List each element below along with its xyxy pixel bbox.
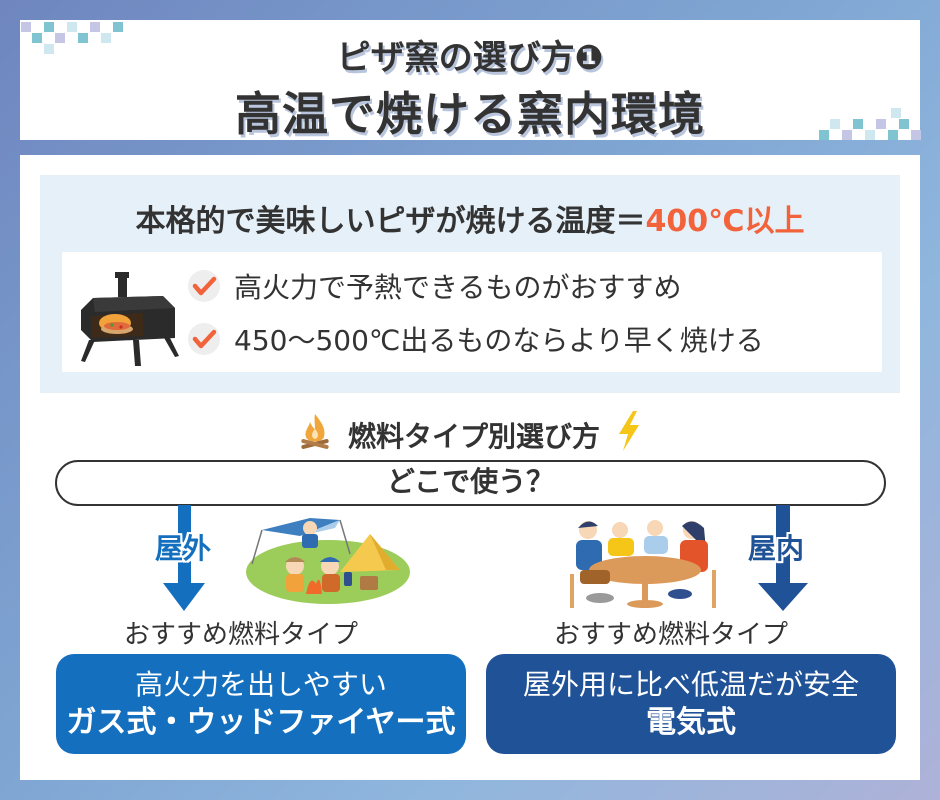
pizza-oven-icon [75, 268, 185, 368]
outdoor-label: 屋外 [155, 532, 212, 565]
indoor-recommend-label: おすすめ燃料タイプ [554, 620, 789, 650]
page-title-line2: 高温で焼ける窯内環境 [235, 87, 705, 141]
tip-text-1: 高火力で予熱できるものがおすすめ [234, 271, 682, 304]
tip-text-2: 450〜500℃出るものならより早く焼ける [234, 324, 764, 357]
page-title-line1: ピザ窯の選び方❶ [336, 38, 604, 78]
lightning-icon [616, 410, 642, 459]
indoor-arrow-icon [758, 505, 808, 612]
indoor-result-box: 屋外用に比べ低温だが安全 電気式 [486, 654, 896, 754]
where-to-use-question: どこで使う？ [55, 460, 886, 506]
temperature-heading-text: 本格的で美味しいピザが焼ける温度＝ [135, 204, 646, 239]
indoor-result-description: 屋外用に比べ低温だが安全 [522, 668, 859, 701]
indoor-label: 屋内 [748, 532, 805, 565]
outdoor-result-box: 高火力を出しやすい ガス式・ウッドファイヤー式 [56, 654, 466, 754]
outdoor-result-description: 高火力を出しやすい [135, 668, 387, 701]
camping-scene-illustration [240, 514, 410, 606]
tip-item-2: 450〜500℃出るものならより早く焼ける [188, 319, 764, 359]
header-banner: ピザ窯の選び方❶ 高温で焼ける窯内環境 [20, 20, 921, 141]
temperature-heading: 本格的で美味しいピザが焼ける温度＝400℃以上 [40, 196, 900, 240]
fuel-type-heading-text: 燃料タイプ別選び方 [347, 419, 600, 453]
check-icon [188, 270, 220, 302]
tip-item-1: 高火力で予熱できるものがおすすめ [188, 266, 681, 306]
temperature-highlight: 400℃以上 [645, 204, 805, 239]
family-at-table-illustration [560, 514, 730, 610]
check-icon [188, 323, 220, 355]
outdoor-arrow-icon [160, 505, 208, 612]
campfire-icon [298, 411, 332, 458]
indoor-result-fuel: 電気式 [646, 705, 736, 740]
outdoor-recommend-label: おすすめ燃料タイプ [124, 620, 359, 650]
fuel-type-heading: 燃料タイプ別選び方 [0, 410, 940, 459]
outdoor-result-fuel: ガス式・ウッドファイヤー式 [66, 705, 456, 740]
